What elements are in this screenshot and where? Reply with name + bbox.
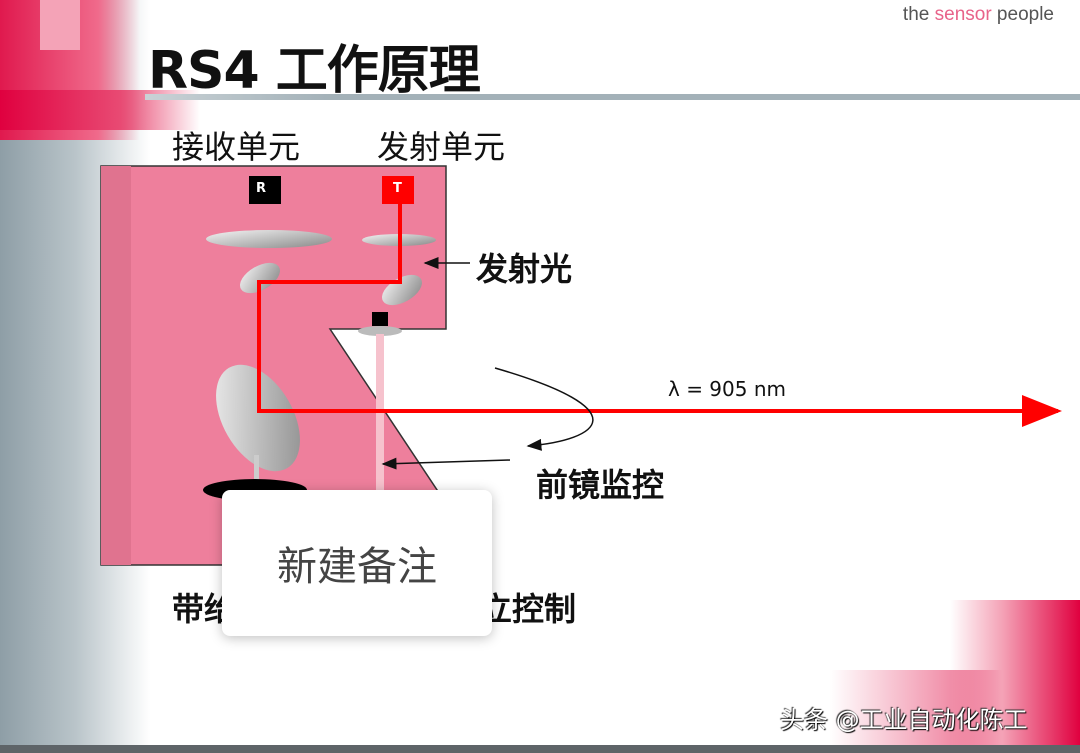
bottom-right-label: 立控制 bbox=[480, 590, 577, 628]
brand-text-1: the bbox=[902, 4, 935, 25]
slide-title: RS4 工作原理 bbox=[148, 41, 481, 101]
laser-beam bbox=[257, 204, 1062, 427]
monitor-lens bbox=[358, 326, 402, 336]
monitor-sensor bbox=[372, 312, 388, 326]
brand-text-3: people bbox=[991, 4, 1054, 25]
rotation-arrow bbox=[494, 367, 594, 451]
housing-shade bbox=[101, 166, 131, 565]
new-note-button[interactable]: 新建备注 bbox=[222, 490, 492, 636]
t-box-label: T bbox=[393, 181, 402, 196]
transmitter-unit-label: 发射单元 bbox=[377, 128, 506, 166]
front-lens-monitor-label: 前镜监控 bbox=[536, 466, 665, 504]
brand-logo: the sensor people bbox=[903, 4, 1054, 26]
brand-text-2: sensor bbox=[934, 4, 992, 25]
new-note-label: 新建备注 bbox=[277, 544, 437, 590]
mirror-left bbox=[240, 262, 280, 294]
decoration-top-left-square bbox=[40, 0, 80, 50]
emitted-light-label: 发射光 bbox=[476, 250, 573, 288]
monitor-arrow bbox=[381, 457, 511, 470]
receiver-unit-label: 接收单元 bbox=[172, 128, 301, 166]
rotating-mirror bbox=[216, 364, 300, 472]
wavelength-label: λ = 905 nm bbox=[668, 377, 786, 401]
receiver-lens bbox=[206, 230, 332, 248]
bottom-bar bbox=[0, 745, 1080, 753]
receiver-box bbox=[249, 176, 281, 204]
watermark: 头条 @工业自动化陈工 bbox=[780, 706, 1028, 734]
mirror-shaft bbox=[254, 455, 259, 495]
decoration-bottom-right bbox=[950, 600, 1080, 745]
title-divider bbox=[145, 94, 1080, 100]
r-box-label: R bbox=[256, 181, 267, 196]
transmitter-box bbox=[382, 176, 414, 204]
